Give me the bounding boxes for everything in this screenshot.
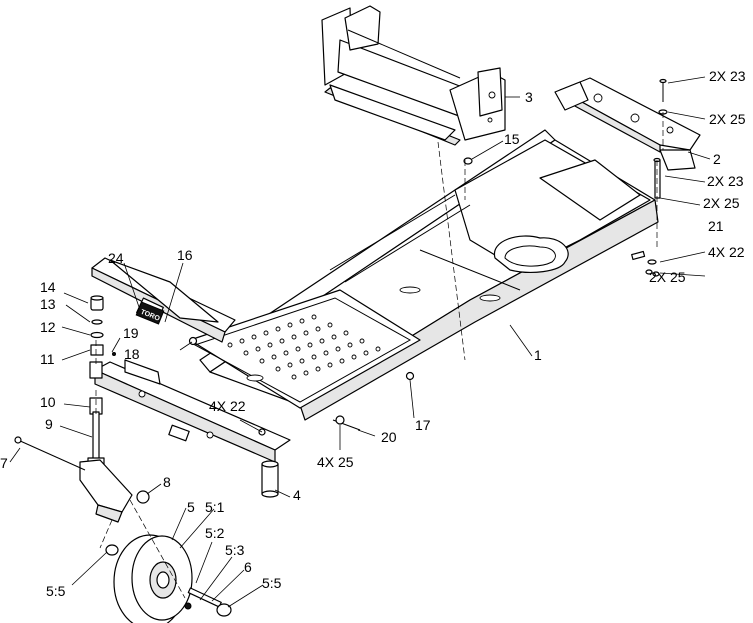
callout-2: 2	[713, 151, 721, 167]
callout-1: 1	[534, 347, 542, 363]
rear-bumper-plate	[554, 77, 701, 171]
callout-5: 5	[187, 499, 195, 515]
callout-4x22-right: 4X 22	[708, 244, 745, 260]
callout-18: 18	[124, 346, 140, 362]
callout-4x22-left: 4X 22	[209, 398, 246, 414]
callout-2x23-top: 2X 23	[709, 68, 746, 84]
callout-5-3: 5:3	[225, 542, 245, 558]
front-axle-crossbar	[94, 359, 291, 498]
callout-14: 14	[40, 279, 56, 295]
callout-24: 24	[108, 250, 124, 266]
main-frame	[189, 129, 659, 421]
callout-13: 13	[40, 296, 56, 312]
callout-7: 7	[0, 455, 8, 471]
callout-2x23-mid: 2X 23	[707, 173, 744, 189]
callout-20: 20	[381, 429, 397, 445]
callout-2x25-top: 2X 25	[709, 111, 746, 127]
callout-3: 3	[525, 89, 533, 105]
callout-6: 6	[244, 559, 252, 575]
callout-2x25-low: 2X 25	[649, 269, 686, 285]
callout-8: 8	[163, 474, 171, 490]
deck-plate-holes	[227, 314, 381, 380]
callout-19: 19	[123, 325, 139, 341]
fasteners-23-25	[631, 78, 668, 277]
callout-5-2: 5:2	[205, 525, 225, 541]
callout-5-5-right: 5:5	[262, 575, 282, 591]
caster-wheel	[105, 534, 232, 623]
callout-21: 21	[708, 218, 724, 234]
callout-16: 16	[177, 247, 193, 263]
callout-17: 17	[415, 417, 431, 433]
callout-11: 11	[40, 351, 55, 367]
front-caster-bracket	[91, 257, 236, 343]
leader-lines	[9, 76, 711, 608]
callout-5-1: 5:1	[205, 499, 225, 515]
assembly-guide-lines	[95, 112, 664, 599]
callout-4: 4	[293, 487, 301, 503]
callout-labels: 3 15 2X 23 2X 25 2 2X 23 2X 25 21 4X 22 …	[0, 68, 746, 599]
callout-2x25-mid: 2X 25	[703, 195, 740, 211]
callout-9: 9	[45, 416, 53, 432]
seat-bracket	[321, 5, 506, 146]
callout-10: 10	[40, 394, 56, 410]
misc-bolts	[188, 157, 473, 436]
caster-fork	[14, 436, 150, 523]
callout-15: 15	[504, 131, 520, 147]
callout-5-5-left: 5:5	[46, 583, 66, 599]
callout-4x25: 4X 25	[317, 454, 354, 470]
callout-12: 12	[40, 319, 56, 335]
